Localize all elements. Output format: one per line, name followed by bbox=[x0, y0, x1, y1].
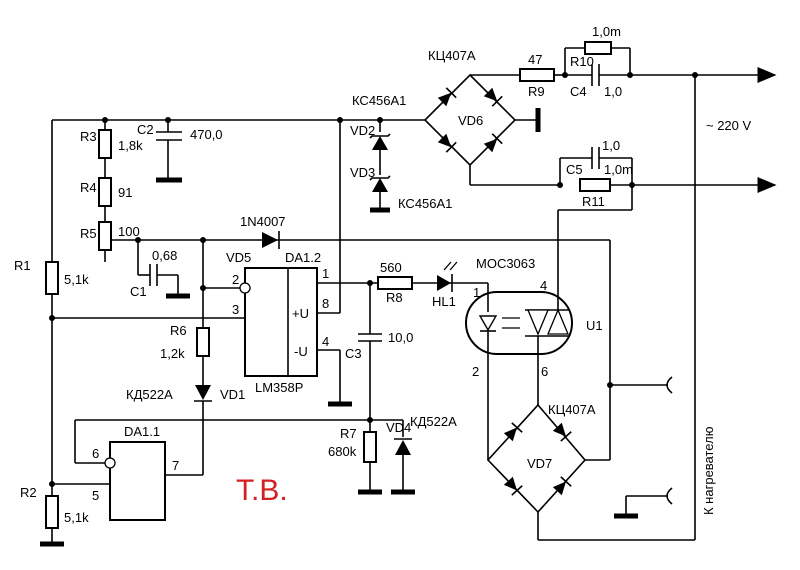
label-r6: R6 bbox=[170, 323, 187, 338]
opamp-da1-1 bbox=[74, 417, 373, 521]
label-u1-pin6: 6 bbox=[541, 364, 548, 379]
label-vd2: VD2 bbox=[350, 123, 375, 138]
label-da1-1: DA1.1 bbox=[124, 424, 160, 439]
label-pos-u: +U bbox=[292, 306, 309, 321]
label-r7-value: 680k bbox=[328, 444, 357, 459]
label-r11: R11 bbox=[582, 194, 605, 209]
label-c1: C1 bbox=[130, 284, 147, 299]
label-r8: R8 bbox=[386, 290, 403, 305]
label-vd5: VD5 bbox=[226, 250, 251, 265]
label-r1-value: 5,1k bbox=[64, 272, 89, 287]
bridge-vd6 bbox=[423, 73, 560, 186]
label-c1-value: 0,68 bbox=[152, 248, 177, 263]
label-r9-value: 47 bbox=[528, 52, 542, 67]
label-c2: C2 bbox=[137, 122, 154, 137]
label-pin7-da11: 7 bbox=[172, 458, 179, 473]
label-c4: C4 bbox=[570, 84, 587, 99]
label-c5: C5 bbox=[566, 162, 583, 177]
label-pin8-da12: 8 bbox=[322, 296, 329, 311]
label-pin3-da12: 3 bbox=[232, 302, 239, 317]
bridge-vd7 bbox=[486, 240, 695, 541]
label-r6-value: 1,2k bbox=[160, 346, 185, 361]
label-r8-value: 560 bbox=[380, 260, 402, 275]
r8-hl1 bbox=[377, 261, 458, 292]
label-1n4007: 1N4007 bbox=[240, 214, 286, 229]
label-pin4-da12: 4 bbox=[322, 334, 329, 349]
capacitor-c2 bbox=[156, 120, 182, 183]
label-r3-value: 1,8k bbox=[118, 138, 143, 153]
opamp-da1-2 bbox=[203, 120, 470, 407]
labels: КЦ407А 47 R9 R10 1,0m C4 1,0 КС456А1 VD2… bbox=[14, 24, 752, 525]
label-r9: R9 bbox=[528, 84, 545, 99]
label-c3-value: 10,0 bbox=[388, 330, 413, 345]
label-pin2-da12: 2 bbox=[232, 272, 239, 287]
diode-vd5 bbox=[262, 231, 280, 249]
label-r3: R3 bbox=[80, 129, 97, 144]
resistors-r1-r2 bbox=[40, 261, 245, 547]
label-r10-value: 1,0m bbox=[592, 24, 621, 39]
label-u1-pin2: 2 bbox=[472, 364, 479, 379]
resistor-r9 bbox=[519, 68, 565, 82]
label-kd522-2: КД522А bbox=[410, 414, 457, 429]
mains-lines bbox=[630, 67, 777, 540]
label-lm358p: LM358P bbox=[255, 380, 303, 395]
capacitor-c1 bbox=[137, 240, 190, 299]
label-vd3: VD3 bbox=[350, 165, 375, 180]
resistor-chain-r3-r5 bbox=[98, 120, 610, 262]
label-kts407a-bottom: КЦ407А bbox=[548, 402, 596, 417]
label-r10: R10 bbox=[570, 54, 594, 69]
label-heater: К нагревателю bbox=[701, 426, 716, 515]
label-ks456-1: КС456А1 bbox=[352, 93, 406, 108]
label-hl1: HL1 bbox=[432, 294, 456, 309]
label-u1-pin4: 4 bbox=[540, 278, 547, 293]
label-pin6-da11: 6 bbox=[92, 446, 99, 461]
label-r2: R2 bbox=[20, 485, 37, 500]
optocoupler-u1 bbox=[465, 282, 573, 460]
label-c3: C3 bbox=[345, 346, 362, 361]
label-220v: ~ 220 V bbox=[706, 118, 752, 133]
r6-vd1 bbox=[165, 240, 212, 476]
label-kts407a-top: КЦ407А bbox=[428, 48, 476, 63]
label-r4: R4 bbox=[80, 180, 97, 195]
label-u1: U1 bbox=[586, 318, 603, 333]
label-pin5-da11: 5 bbox=[92, 488, 99, 503]
label-r7: R7 bbox=[340, 426, 357, 441]
r10-c4-network bbox=[562, 41, 633, 86]
label-r5: R5 bbox=[80, 226, 97, 241]
label-vd7: VD7 bbox=[527, 456, 552, 471]
label-c4-value: 1,0 bbox=[604, 84, 622, 99]
zener-vd2-vd3 bbox=[369, 120, 391, 213]
label-vd6: VD6 bbox=[458, 113, 483, 128]
label-u1-pin1: 1 bbox=[473, 285, 480, 300]
c3-r7-vd4 bbox=[358, 283, 415, 495]
label-neg-u: -U bbox=[294, 344, 308, 359]
label-r11-value: 1,0m bbox=[604, 162, 633, 177]
c5-r11-network bbox=[557, 147, 635, 292]
label-r1: R1 bbox=[14, 258, 31, 273]
label-da1-2: DA1.2 bbox=[285, 250, 321, 265]
heater-terminals bbox=[614, 376, 673, 519]
label-c2-value: 470,0 bbox=[190, 127, 223, 142]
label-ks456-2: КС456А1 bbox=[398, 196, 452, 211]
label-r5-value: 100 bbox=[118, 224, 140, 239]
label-vd1: VD1 bbox=[220, 387, 245, 402]
label-pin1-da12: 1 bbox=[322, 266, 329, 281]
label-vd4: VD4 bbox=[386, 420, 411, 435]
watermark-tv: Т.В. bbox=[236, 474, 288, 507]
label-kd522-1: КД522А bbox=[126, 387, 173, 402]
label-r2-value: 5,1k bbox=[64, 510, 89, 525]
label-r4-value: 91 bbox=[118, 185, 132, 200]
label-c5-value: 1,0 bbox=[602, 138, 620, 153]
label-moc3063: MOC3063 bbox=[476, 256, 535, 271]
